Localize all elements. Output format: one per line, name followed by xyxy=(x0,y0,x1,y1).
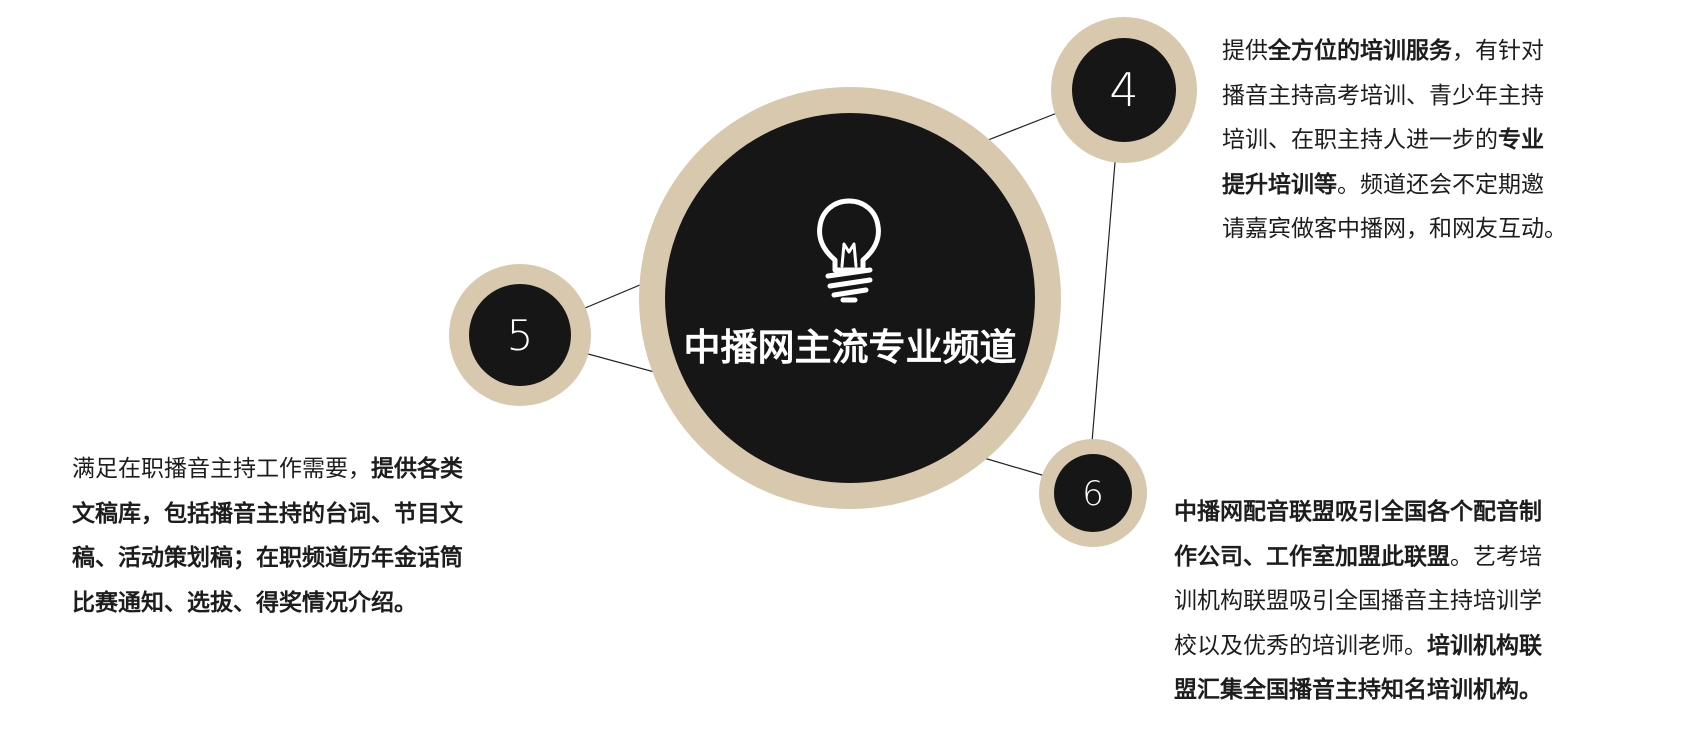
text-run: ，有针对 xyxy=(1452,38,1544,64)
text-line: 提供全方位的培训服务，有针对 xyxy=(1222,29,1592,74)
bold-text-run: 提升培训等 xyxy=(1222,171,1337,198)
text-run: 。艺考培 xyxy=(1450,543,1542,570)
node-5-disc xyxy=(469,284,571,386)
text-run: 培训、在职主持人进一步的 xyxy=(1222,127,1498,153)
text-run: 提供 xyxy=(1222,38,1268,64)
node-4-disc xyxy=(1072,38,1176,142)
text-line: 比赛通知、选拔、得奖情况介绍。 xyxy=(72,581,502,626)
text-line: 提升培训等。频道还会不定期邀 xyxy=(1222,163,1592,208)
text-line: 中播网配音联盟吸引全国各个配音制 xyxy=(1174,490,1604,535)
center-hub: 中播网主流专业频道 xyxy=(639,87,1061,509)
text-line: 校以及优秀的培训老师。培训机构联 xyxy=(1174,624,1604,669)
node-5-description: 满足在职播音主持工作需要，提供各类文稿库，包括播音主持的台词、节目文稿、活动策划… xyxy=(72,447,502,625)
text-line: 盟汇集全国播音主持知名培训机构。 xyxy=(1174,668,1604,713)
bold-text-run: 比赛通知、选拔、得奖情况介绍。 xyxy=(72,589,417,616)
text-line: 文稿库，包括播音主持的台词、节目文 xyxy=(72,492,502,537)
text-line: 播音主持高考培训、青少年主持 xyxy=(1222,74,1592,119)
text-line: 培训、在职主持人进一步的专业 xyxy=(1222,118,1592,163)
connector-node-4-node-6 xyxy=(1091,137,1118,443)
node-6-number: 6 xyxy=(1082,474,1104,514)
text-run: 播音主持高考培训、青少年主持 xyxy=(1222,82,1544,109)
bold-text-run: 稿、活动策划稿；在职频道历年金话筒 xyxy=(72,545,463,571)
bold-text-run: 作公司、工作室加盟此联盟 xyxy=(1174,543,1450,570)
text-line: 训机构联盟吸引全国播音主持培训学 xyxy=(1174,579,1604,624)
bold-text-run: 提供各类 xyxy=(371,456,463,482)
bold-text-run: 盟汇集全国播音主持知名培训机构。 xyxy=(1174,677,1542,703)
text-run: 。频道还会不定期邀 xyxy=(1337,171,1544,198)
text-line: 满足在职播音主持工作需要，提供各类 xyxy=(72,447,502,492)
node-6: 6 xyxy=(1039,439,1147,547)
node-4: 4 xyxy=(1051,17,1197,163)
node-6-disc xyxy=(1054,454,1132,532)
bold-text-run: 全方位的培训服务 xyxy=(1268,38,1452,64)
node-5-number: 5 xyxy=(507,311,534,360)
text-run: 训机构联盟吸引全国播音主持培训学 xyxy=(1174,588,1542,614)
node-4-number: 4 xyxy=(1109,63,1138,117)
bold-text-run: 培训机构联 xyxy=(1427,632,1542,659)
center-title: 中播网主流专业频道 xyxy=(684,326,1017,369)
text-line: 作公司、工作室加盟此联盟。艺考培 xyxy=(1174,535,1604,580)
text-line: 稿、活动策划稿；在职频道历年金话筒 xyxy=(72,536,502,581)
text-line: 请嘉宾做客中播网，和网友互动。 xyxy=(1222,207,1592,252)
node-5: 5 xyxy=(449,264,591,406)
bold-text-run: 专业 xyxy=(1498,127,1544,153)
bold-text-run: 中播网配音联盟吸引全国各个配音制 xyxy=(1174,499,1542,525)
text-run: 满足在职播音主持工作需要， xyxy=(72,456,371,482)
lightbulb-icon xyxy=(817,198,881,303)
bold-text-run: 文稿库，包括播音主持的台词、节目文 xyxy=(72,500,463,527)
node-6-description: 中播网配音联盟吸引全国各个配音制作公司、工作室加盟此联盟。艺考培训机构联盟吸引全… xyxy=(1174,490,1604,713)
text-run: 请嘉宾做客中播网，和网友互动。 xyxy=(1222,216,1567,242)
text-run: 校以及优秀的培训老师。 xyxy=(1174,632,1427,659)
node-4-description: 提供全方位的培训服务，有针对播音主持高考培训、青少年主持培训、在职主持人进一步的… xyxy=(1222,29,1592,252)
